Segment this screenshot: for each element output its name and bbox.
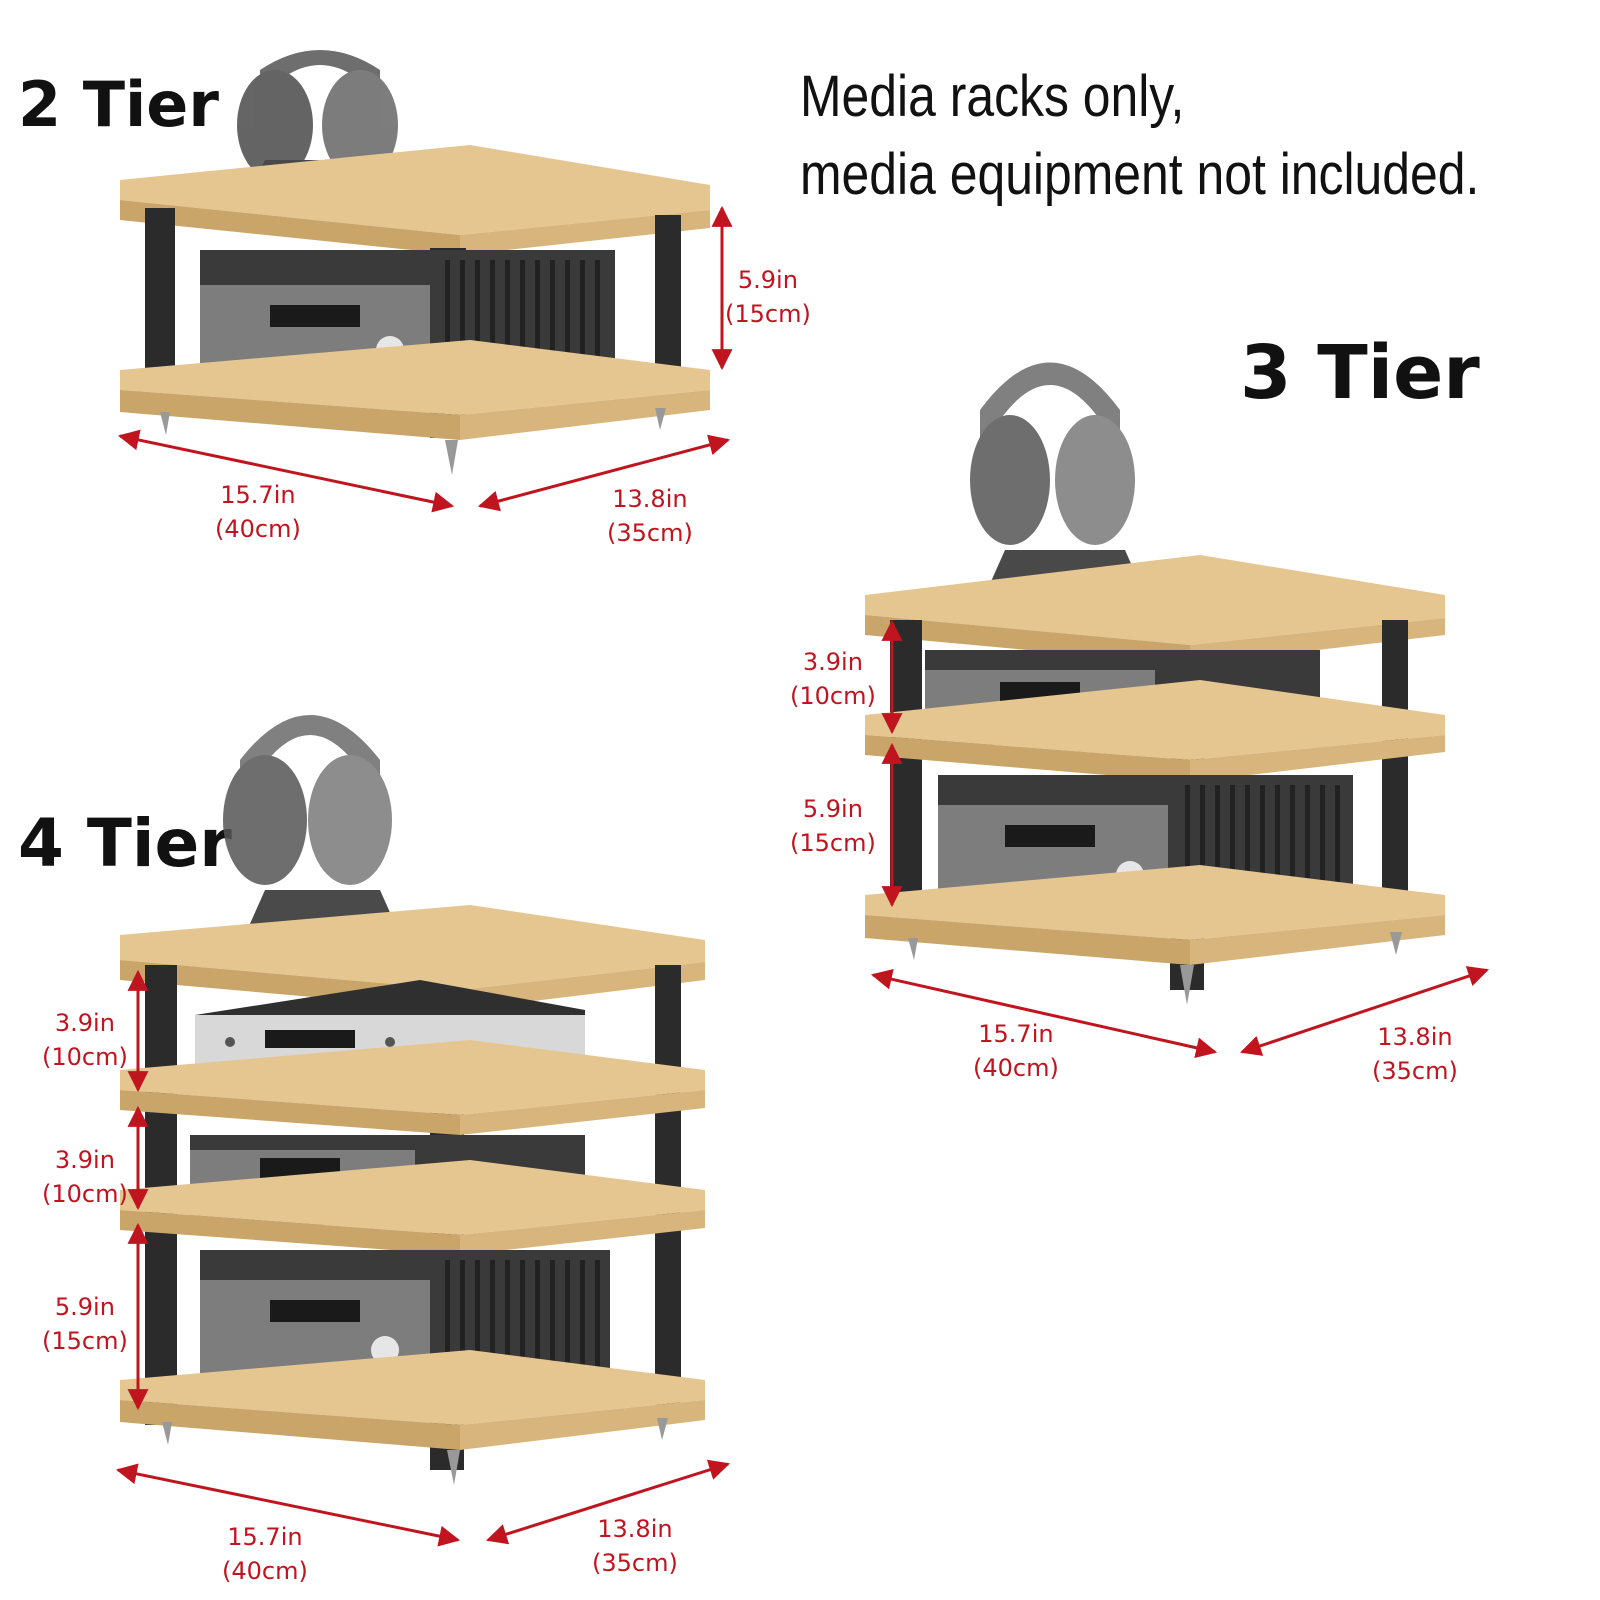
notice-text: Media racks only, media equipment not in… <box>800 58 1479 214</box>
depth-label-2tier: 13.8in (35cm) <box>607 485 693 547</box>
height-label-4tier-3: 5.9in (15cm) <box>42 1293 128 1355</box>
height-label-2tier: 5.9in (15cm) <box>725 266 811 328</box>
height-label-3tier-1: 3.9in (10cm) <box>790 648 876 710</box>
rack-3-tier-image <box>865 362 1445 1005</box>
width-arrow-2tier <box>117 429 455 513</box>
rack-2-tier-image <box>120 50 710 475</box>
title-3-tier: 3 Tier <box>1240 330 1480 416</box>
height-label-3tier-2: 5.9in (15cm) <box>790 795 876 857</box>
height-label-4tier-2: 3.9in (10cm) <box>42 1146 128 1208</box>
depth-label-4tier: 13.8in (35cm) <box>592 1515 678 1577</box>
title-2-tier: 2 Tier <box>18 68 219 141</box>
notice-line-2: media equipment not included. <box>800 142 1480 207</box>
width-label-3tier: 15.7in (40cm) <box>973 1020 1059 1082</box>
height-label-4tier-1: 3.9in (10cm) <box>42 1009 128 1071</box>
depth-label-3tier: 13.8in (35cm) <box>1372 1023 1458 1085</box>
width-label-2tier: 15.7in (40cm) <box>215 481 301 543</box>
width-arrow-3tier <box>870 968 1218 1059</box>
width-label-4tier: 15.7in (40cm) <box>222 1523 308 1585</box>
depth-arrow-2tier <box>477 434 731 512</box>
rack-4-tier-image <box>120 715 705 1485</box>
depth-arrow-4tier <box>485 1459 731 1545</box>
width-arrow-4tier <box>115 1463 461 1547</box>
title-4-tier: 4 Tier <box>18 805 232 882</box>
notice-line-1: Media racks only, <box>800 64 1185 129</box>
depth-arrow-3tier <box>1240 966 1489 1056</box>
